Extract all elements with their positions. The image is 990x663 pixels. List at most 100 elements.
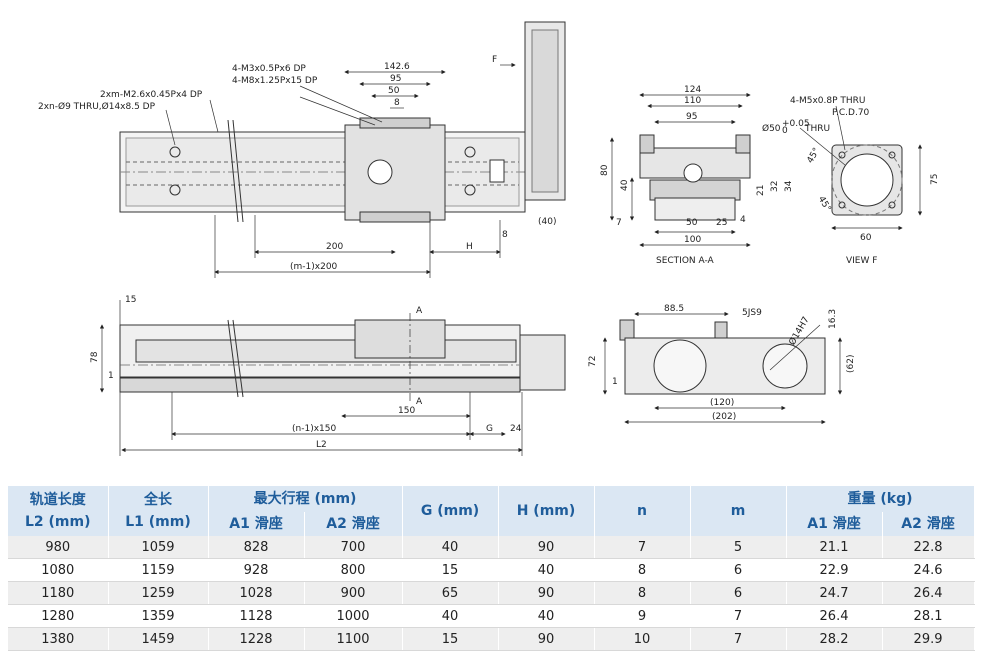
- table-cell: 1128: [208, 604, 305, 628]
- table-cell: 10: [594, 627, 691, 651]
- table-cell: 1459: [108, 627, 209, 651]
- sec-dim-4: 4: [740, 215, 746, 225]
- dim-h: H: [466, 242, 473, 252]
- header-m: m: [690, 486, 787, 536]
- top-view: [119, 21, 566, 223]
- end-dim-72: 72: [588, 356, 598, 367]
- end-dim-62: (62): [846, 355, 856, 373]
- dim-142: 142.6: [384, 62, 410, 72]
- viewf-75: 75: [930, 174, 940, 185]
- header-rail-length: 轨道长度 L2 (mm): [8, 486, 109, 536]
- side-dim-24: 24: [510, 424, 522, 434]
- side-view-dimensions: [99, 300, 523, 456]
- side-dim-15: 15: [125, 295, 136, 305]
- table-cell: 15: [402, 558, 499, 582]
- table-cell: 1228: [208, 627, 305, 651]
- table-cell: 26.4: [882, 581, 975, 605]
- header-weight-a1: A1 滑座: [786, 512, 883, 536]
- table-cell: 5: [690, 536, 787, 559]
- viewf-a45b: 45°: [816, 195, 833, 214]
- table-cell: 1180: [8, 581, 109, 605]
- section-view: [639, 134, 751, 221]
- viewf-caption: VIEW F: [846, 256, 877, 266]
- header-stroke: 最大行程 (mm): [208, 486, 403, 512]
- end-js: 5JS9: [742, 308, 762, 318]
- table-cell: 40: [498, 558, 595, 582]
- header-full-length-title: 全长: [144, 492, 172, 508]
- end-d163: 16.3: [828, 309, 838, 329]
- sec-dim-34: 34: [784, 180, 794, 192]
- table-cell: 65: [402, 581, 499, 605]
- viewf-bore: Ø50: [762, 123, 781, 134]
- table-cell: 1280: [8, 604, 109, 628]
- table-cell: 1000: [304, 604, 403, 628]
- table-cell: 22.8: [882, 536, 975, 559]
- table-cell: 8: [594, 581, 691, 605]
- sec-dim-80: 80: [600, 164, 610, 176]
- end-dim-1: 1: [612, 377, 618, 387]
- table-row: 980 1059 828 700 40 90 7 5 21.1 22.8: [8, 536, 975, 559]
- side-dim-n150: (n-1)x150: [292, 424, 336, 434]
- header-g: G (mm): [402, 486, 499, 536]
- dim-40: (40): [538, 217, 556, 227]
- table-row: 1280 1359 1128 1000 40 40 9 7 26.4 28.1: [8, 604, 975, 628]
- table-cell: 6: [690, 581, 787, 605]
- table-cell: 1380: [8, 627, 109, 651]
- table-cell: 90: [498, 627, 595, 651]
- viewf-m5: 4-M5x0.8P THRU: [790, 96, 866, 106]
- dim-m200: (m-1)x200: [290, 262, 338, 272]
- side-dim-1: 1: [108, 371, 114, 381]
- header-h: H (mm): [498, 486, 595, 536]
- table-cell: 928: [208, 558, 305, 582]
- top-view-dimensions: [165, 62, 516, 278]
- sec-dim-100: 100: [684, 235, 701, 245]
- side-dim-g: G: [486, 424, 493, 434]
- table-cell: 26.4: [786, 604, 883, 628]
- header-stroke-a2: A2 滑座: [304, 512, 403, 536]
- dim-8b: 8: [502, 230, 508, 240]
- table-row: 1380 1459 1228 1100 15 90 10 7 28.2 29.9: [8, 627, 975, 651]
- table-cell: 8: [594, 558, 691, 582]
- end-view-dimensions: [602, 311, 843, 425]
- table-cell: 24.7: [786, 581, 883, 605]
- label-m26: 2xm-M2.6x0.45Px4 DP: [100, 90, 203, 100]
- viewf-a45: 45°: [806, 146, 823, 165]
- table-cell: 40: [402, 536, 499, 559]
- table-cell: 21.1: [786, 536, 883, 559]
- header-stroke-a1: A1 滑座: [208, 512, 305, 536]
- section-dimensions: [609, 92, 751, 248]
- table-cell: 15: [402, 627, 499, 651]
- side-a-bot: A: [416, 397, 423, 407]
- table-cell: 1100: [304, 627, 403, 651]
- dim-50: 50: [388, 86, 400, 96]
- view-f-dimensions: [799, 105, 923, 231]
- viewf-tol-lo: 0: [782, 126, 788, 136]
- label-m3: 4-M3x0.5Px6 DP: [232, 64, 306, 74]
- side-dim-150: 150: [398, 406, 415, 416]
- side-dim-78: 78: [90, 351, 100, 363]
- table-cell: 828: [208, 536, 305, 559]
- technical-drawing: 4-M3x0.5Px6 DP 4-M8x1.25Px15 DP 2xm-M2.6…: [38, 21, 940, 456]
- viewf-pcd: P.C.D.70: [832, 108, 870, 118]
- table-cell: 1059: [108, 536, 209, 559]
- dim-8: 8: [394, 98, 400, 108]
- table-cell: 7: [690, 627, 787, 651]
- table-cell: 90: [498, 581, 595, 605]
- table-cell: 1080: [8, 558, 109, 582]
- sec-dim-95: 95: [686, 112, 697, 122]
- end-dim-120: (120): [710, 398, 734, 408]
- sec-dim-110: 110: [684, 96, 701, 106]
- sec-dim-40: 40: [620, 179, 630, 191]
- end-view: [619, 319, 826, 395]
- end-dim-88: 88.5: [664, 304, 684, 314]
- table-cell: 28.1: [882, 604, 975, 628]
- table-cell: 24.6: [882, 558, 975, 582]
- table-cell: 29.9: [882, 627, 975, 651]
- table-cell: 1159: [108, 558, 209, 582]
- header-weight-a2: A2 滑座: [882, 512, 975, 536]
- table-cell: 1359: [108, 604, 209, 628]
- table-cell: 980: [8, 536, 109, 559]
- sec-dim-7: 7: [616, 218, 622, 228]
- table-row: 1080 1159 928 800 15 40 8 6 22.9 24.6: [8, 558, 975, 582]
- table-row: 1180 1259 1028 900 65 90 8 6 24.7 26.4: [8, 581, 975, 605]
